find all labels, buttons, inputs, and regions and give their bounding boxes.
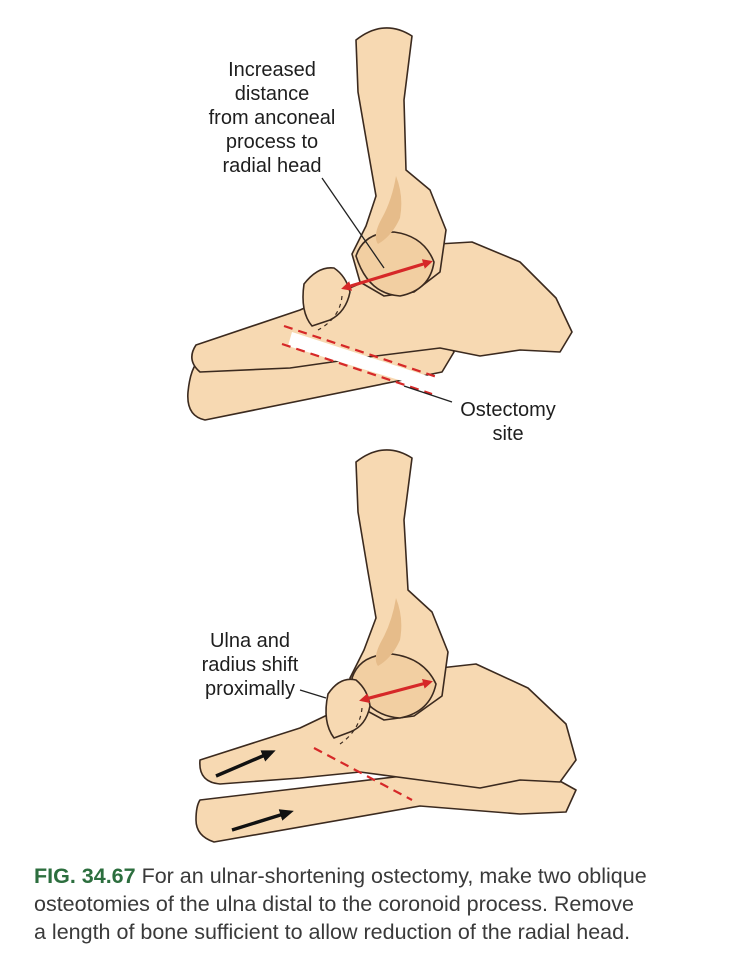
label-line: distance [234, 83, 310, 105]
ostectomy-cut-1-top [283, 324, 441, 380]
top-elbow-diagram [187, 27, 573, 421]
label-line: Increased [228, 59, 316, 81]
label-ulna-radius-shift: Ulna and radius shift proximally [192, 629, 308, 701]
distance-arrow-top [341, 259, 433, 291]
ostectomy-cut-bottom [313, 747, 413, 801]
figure-caption: FIG. 34.67 For an ulnar-shortening ostec… [34, 862, 734, 946]
elbow-ostectomy-illustration [187, 27, 577, 843]
label-line: site [492, 423, 524, 445]
radial-head-bottom [325, 678, 371, 739]
bottom-elbow-diagram [195, 449, 577, 843]
label-line: radius shift [201, 654, 299, 676]
label-line: radial head [222, 155, 322, 177]
label-line: Ulna and [209, 630, 291, 652]
leader-line-distance [321, 177, 385, 269]
caption-line-2: osteotomies of the ulna distal to the co… [34, 892, 634, 916]
hidden-contour-bottom [339, 707, 363, 745]
label-line: proximally [204, 678, 296, 700]
label-line: from anconeal [208, 107, 336, 129]
humerus-bone-bottom [349, 449, 449, 721]
ulna-shift-arrow [215, 750, 276, 778]
humerus-bone-top [351, 27, 447, 297]
caption-line-1: For an ulnar-shortening ostectomy, make … [141, 864, 647, 888]
label-ostectomy-site: Ostectomy site [446, 398, 570, 446]
label-line: process to [225, 131, 319, 153]
leader-line-ostectomy [403, 385, 453, 403]
caption-line-3: a length of bone sufficient to allow red… [34, 920, 631, 944]
radius-shift-arrow [231, 809, 294, 832]
leader-line-shift [299, 689, 327, 699]
label-increased-distance: Increased distance from anconeal process… [196, 58, 348, 178]
humerus-shading-top [375, 176, 402, 244]
distance-arrow-bottom [359, 678, 433, 704]
label-line: Ostectomy [460, 399, 556, 421]
figure-number: FIG. 34.67 [34, 864, 136, 888]
ostectomy-cut-2-top [281, 342, 433, 396]
radial-head-top [302, 267, 351, 327]
ostectomy-wedge-top [288, 332, 440, 392]
hidden-contour-top [317, 295, 343, 331]
humerus-shading-bottom [375, 598, 402, 666]
